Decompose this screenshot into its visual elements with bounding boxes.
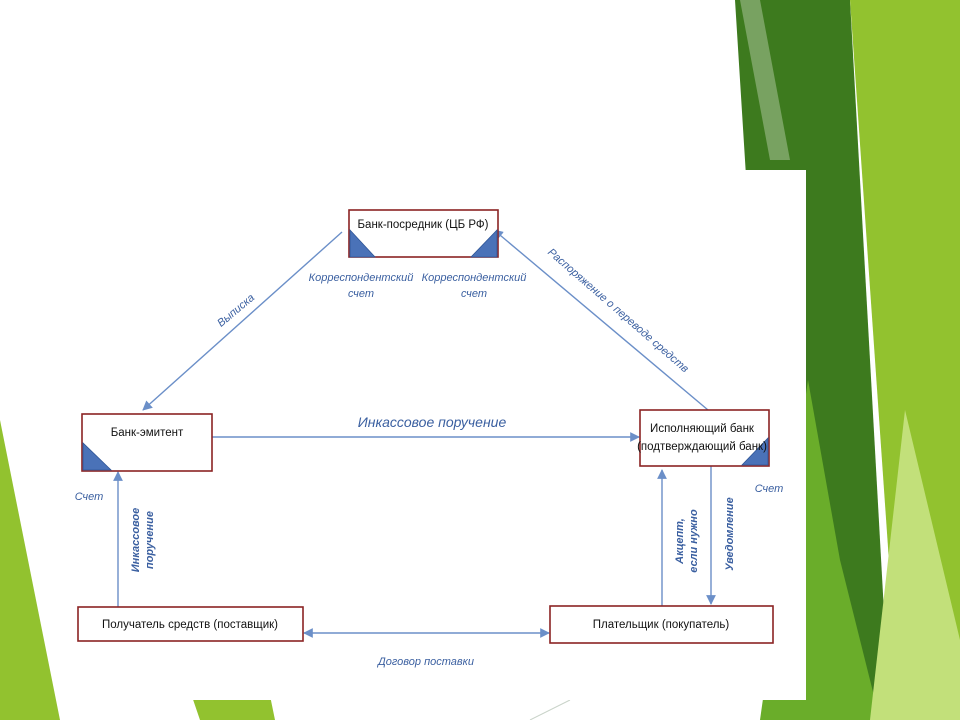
- corr-account-right-line1: Корреспондентский: [422, 272, 527, 284]
- corner-triangle-left: [349, 228, 376, 258]
- payer-label: Плательщик (покупатель): [593, 619, 730, 631]
- collection-order-vertical-line2: поручение: [144, 511, 156, 569]
- account-right-label: Счет: [755, 483, 784, 495]
- node-executing-bank: Исполняющий банк (подтверждающий банк): [637, 409, 770, 467]
- corr-account-right-line2: счет: [461, 288, 487, 300]
- account-left-label: Счет: [75, 491, 104, 503]
- collection-order-vertical-line1: Инкассовое: [130, 508, 142, 573]
- node-payer: Плательщик (покупатель): [549, 605, 774, 644]
- intermediary-bank-label: Банк-посредник (ЦБ РФ): [358, 219, 489, 231]
- corr-account-left-line2: счет: [348, 288, 374, 300]
- acceptance-line1: Акцепт,: [674, 518, 686, 565]
- right-highlight-shape: [740, 0, 790, 160]
- executing-bank-label-line1: Исполняющий банк: [650, 423, 755, 435]
- collection-order-label: Инкассовое поручение: [358, 414, 507, 430]
- executing-bank-label-line2: (подтверждающий банк): [637, 441, 767, 453]
- right-pale-green-shape: [870, 410, 960, 720]
- recipient-label: Получатель средств (поставщик): [102, 619, 278, 631]
- bottom-faint-line: [529, 699, 571, 720]
- arrows: [113, 229, 716, 638]
- node-intermediary-bank: Банк-посредник (ЦБ РФ): [348, 209, 499, 258]
- left-green-shape: [0, 420, 60, 720]
- arrow-statement: [142, 231, 343, 411]
- node-issuer-bank: Банк-эмитент: [81, 413, 213, 472]
- arrow-transfer-order: [493, 229, 709, 411]
- acceptance-line2: если нужно: [688, 509, 700, 573]
- corner-triangle: [741, 437, 769, 466]
- notification-label: Уведомление: [724, 497, 736, 570]
- corner-triangle: [82, 442, 112, 471]
- supply-contract-label: Договор поставки: [376, 656, 474, 668]
- corner-triangle-right: [470, 229, 498, 258]
- issuer-bank-label: Банк-эмитент: [111, 427, 184, 439]
- corr-account-left-line1: Корреспондентский: [309, 272, 414, 284]
- node-recipient: Получатель средств (поставщик): [77, 606, 304, 642]
